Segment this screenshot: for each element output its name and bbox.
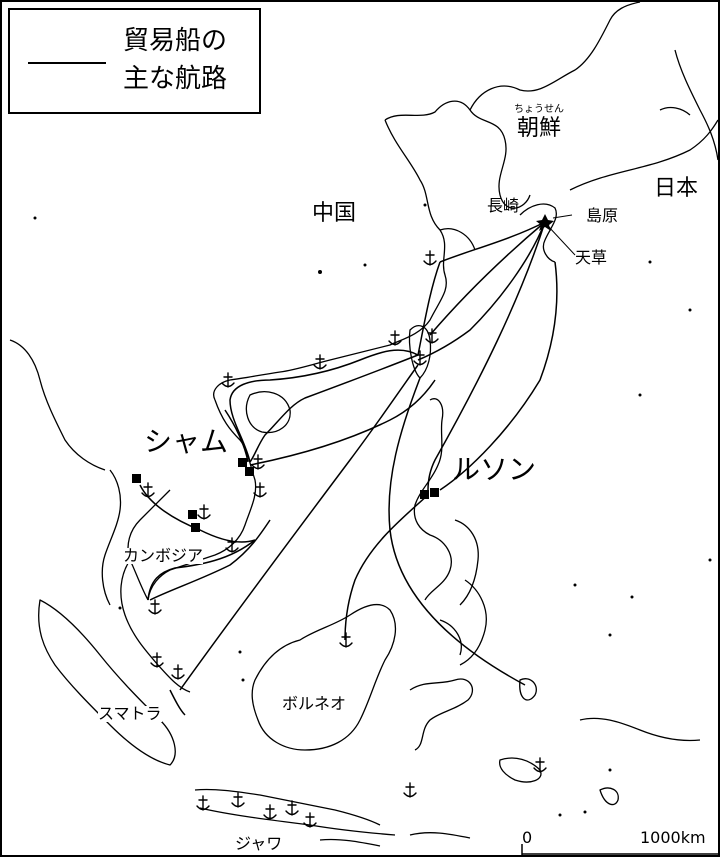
route-malacca-vietnam (149, 519, 271, 601)
nagasaki-marker (536, 214, 576, 256)
anchor-icon (263, 804, 277, 820)
route-nagasaki-taiwan (429, 221, 546, 336)
route-siam-loop (224, 409, 249, 463)
legend: 貿易船の 主な航路 (8, 8, 261, 114)
legend-line-2: 主な航路 (123, 64, 228, 94)
scale-distance: 1000km (640, 828, 706, 847)
anchor-icon (313, 354, 327, 370)
legend-line-1: 貿易船の (123, 26, 228, 56)
anchor-icon (388, 330, 402, 346)
anchor-icon (533, 757, 547, 773)
route-line-sample (28, 62, 106, 64)
anchor-icon (221, 372, 235, 388)
japanese-town-marker (420, 490, 429, 499)
scale-bar (521, 844, 720, 856)
route-malacca-luzon (179, 364, 419, 691)
route-taiwan-moluccas (388, 377, 526, 686)
anchor-icon (339, 632, 353, 648)
anchor-icon (403, 782, 417, 798)
anchor-icon (251, 454, 265, 470)
label-chosen: 朝鮮 (517, 116, 562, 141)
anchor-icon (425, 328, 439, 344)
label-java: ジャワ (235, 834, 283, 853)
anchor-icon (253, 482, 267, 498)
route-luzon-borneo (344, 494, 429, 641)
route-vietnam-hainan (229, 349, 419, 463)
anchors (141, 250, 547, 828)
anchor-icon (225, 537, 239, 553)
label-amakusa: 天草 (575, 248, 608, 267)
anchor-icon (231, 792, 245, 808)
anchor-icon (141, 482, 155, 498)
label-cambodia: カンボジア (123, 546, 204, 565)
label-japan: 日本 (654, 176, 699, 201)
label-nagasaki: 長崎 (487, 196, 520, 215)
label-luzon: ルソン (452, 453, 537, 486)
label-borneo: ボルネオ (282, 694, 347, 713)
anchor-icon (285, 800, 299, 816)
anchor-icon (423, 250, 437, 266)
anchor-icon (171, 664, 185, 680)
route-nagasaki-china (439, 221, 546, 263)
anchor-icon (150, 652, 164, 668)
label-siam: シャム (144, 425, 229, 458)
small-islands (33, 203, 712, 817)
route-nagasaki-east (417, 221, 546, 361)
anchor-icon (197, 504, 211, 520)
anchor-icon (413, 350, 427, 366)
route-luzon-east (439, 261, 558, 491)
anchor-icon (196, 795, 210, 811)
route-china-vietnam (249, 354, 419, 463)
route-siam-cambodia (139, 484, 256, 543)
route-java-west (169, 689, 186, 716)
scale-zero: 0 (522, 828, 533, 847)
trade-routes (139, 221, 558, 716)
japanese-town-marker (430, 488, 439, 497)
anchor-icon (148, 599, 162, 615)
label-shimabara: 島原 (586, 206, 619, 225)
label-sumatra: スマトラ (98, 704, 162, 723)
route-nagasaki-luzon (427, 221, 546, 491)
japanese-town-marker (132, 474, 141, 483)
label-chosen-ruby: ちょうせん (514, 104, 564, 115)
route-china-gulf (417, 261, 441, 356)
anchor-icon (303, 812, 317, 828)
japanese-town-marker (188, 510, 197, 519)
japanese-town-marker (191, 523, 200, 532)
japanese-town-marker (238, 458, 247, 467)
route-cambodia-south (147, 539, 256, 601)
japanese-town-marker (245, 467, 254, 476)
japanese-towns (132, 458, 439, 532)
route-vietnam-east (249, 379, 436, 466)
label-china: 中国 (312, 201, 357, 226)
